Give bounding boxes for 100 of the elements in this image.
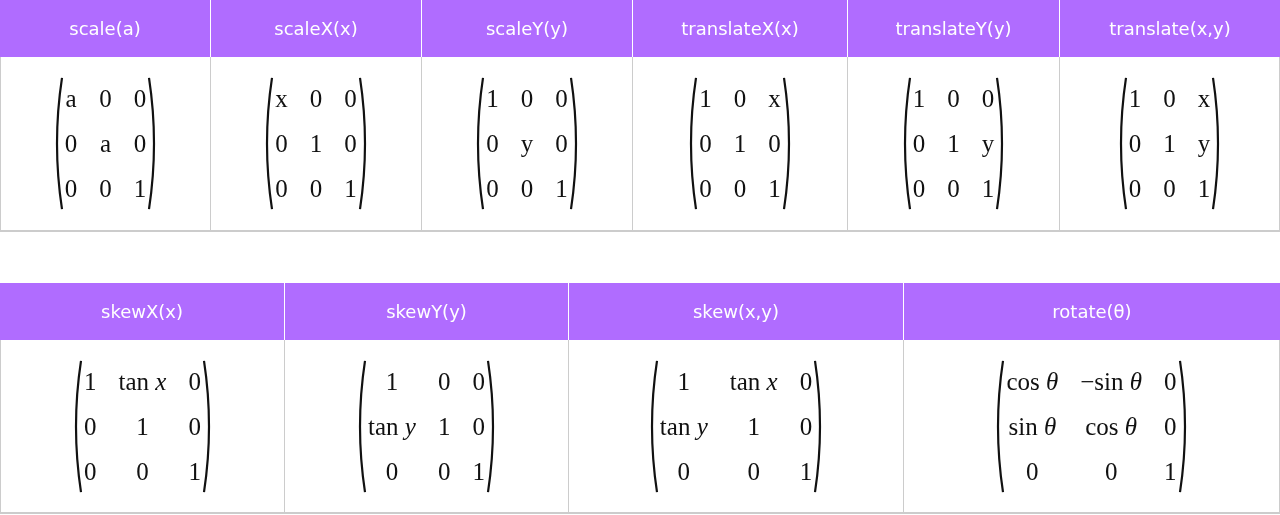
matrix-entry: 0 [520, 84, 534, 114]
matrix-entry: 0 [555, 129, 568, 159]
matrix-entry: 1 [768, 174, 781, 204]
matrix-entry: 0 [133, 129, 147, 159]
matrix-entry: 0 [1128, 174, 1142, 204]
matrix-entry: cos θ [1084, 411, 1139, 442]
matrix-entry: 0 [135, 456, 150, 487]
matrix-entry: 0 [133, 84, 147, 114]
matrix-entry: 1 [1164, 456, 1177, 487]
matrix-entry: 1 [309, 129, 323, 159]
matrix-entry: 1 [981, 174, 995, 204]
column-header: translate(x,y) [1060, 0, 1280, 57]
matrix-entry: 0 [344, 129, 357, 159]
column-header: skewX(x) [0, 283, 285, 340]
matrix-entry: 0 [437, 366, 451, 397]
matrix-entry: 0 [309, 174, 323, 204]
matrix-entry: 1 [947, 129, 960, 159]
matrix-entry: 1 [1163, 129, 1176, 159]
matrix-entry: y [981, 129, 995, 159]
matrix-entry: 0 [746, 456, 761, 487]
matrix-entry: 0 [188, 411, 201, 442]
matrix-entry: 1 [135, 411, 150, 442]
matrix-entry: 1 [1128, 84, 1142, 114]
matrix-entry: 0 [947, 174, 960, 204]
matrix-entry: 0 [275, 174, 288, 204]
matrix-entry: y [520, 129, 534, 159]
matrix-entry: 0 [1163, 84, 1176, 114]
matrix-entry: 1 [1197, 174, 1211, 204]
matrix-entry: 0 [733, 174, 747, 204]
matrix-entry: x [275, 84, 288, 114]
matrix-entry: 1 [344, 174, 357, 204]
matrix-entry: 0 [99, 84, 112, 114]
matrix-entry: tan y [368, 411, 416, 442]
matrix-entry: 0 [472, 366, 485, 397]
matrix-entry: sin θ [1007, 411, 1058, 442]
matrix-entry: 0 [472, 411, 485, 442]
matrix-entry: 0 [799, 411, 813, 442]
matrix-entry: 1 [746, 411, 761, 442]
matrix-entry: 0 [437, 456, 451, 487]
matrix-entry: 0 [912, 174, 926, 204]
column-header: translateY(y) [848, 0, 1060, 57]
matrix-entry: 0 [64, 129, 78, 159]
matrix-entry: 0 [84, 411, 97, 442]
matrix-entry: tan y [659, 411, 708, 442]
matrix-entry: 0 [947, 84, 960, 114]
matrix-entry: 0 [1164, 411, 1177, 442]
matrix-entry: 0 [1128, 129, 1142, 159]
matrix-entry: −sin θ [1080, 366, 1143, 397]
matrix-entry: 0 [1103, 456, 1119, 487]
matrix-entry: 0 [555, 84, 568, 114]
matrix-entry: 0 [699, 174, 712, 204]
matrix-entry: 0 [99, 174, 112, 204]
matrix-entry: 1 [437, 411, 451, 442]
matrix-entry: 0 [344, 84, 357, 114]
matrix-entry: x [1197, 84, 1211, 114]
matrix-entry: 0 [309, 84, 323, 114]
matrix-entry: 0 [768, 129, 781, 159]
matrix-entry: 0 [486, 129, 499, 159]
matrix-entry: 0 [486, 174, 499, 204]
matrix-entry: 0 [699, 129, 712, 159]
matrix-entry: tan x [729, 366, 778, 397]
matrix-entry: 1 [486, 84, 499, 114]
matrix-entry: a [64, 84, 78, 114]
matrix-entry: 1 [472, 456, 485, 487]
column-header: scale(a) [0, 0, 211, 57]
matrix-entry: 1 [912, 84, 926, 114]
matrix-entry: 0 [733, 84, 747, 114]
matrix-entry: 0 [275, 129, 288, 159]
matrix-entry: 1 [84, 366, 97, 397]
matrix-entry: x [768, 84, 781, 114]
matrix-entry: 0 [912, 129, 926, 159]
matrix-entry: 1 [133, 174, 147, 204]
matrix-entry: 1 [733, 129, 747, 159]
matrix-entry: y [1197, 129, 1211, 159]
column-header: skewY(y) [285, 283, 569, 340]
matrix-entry: 1 [799, 456, 813, 487]
matrix-entry: a [99, 129, 112, 159]
matrix-entry: 0 [384, 456, 400, 487]
matrix-entry: 1 [188, 456, 201, 487]
column-header: scaleY(y) [422, 0, 633, 57]
matrix-entry: tan x [118, 366, 167, 397]
matrix-entry: 0 [676, 456, 692, 487]
matrix-entry: 0 [520, 174, 534, 204]
matrix-entry: 0 [1163, 174, 1176, 204]
matrix-entry: 0 [981, 84, 995, 114]
matrix-entry: 1 [384, 366, 400, 397]
column-header: scaleX(x) [211, 0, 422, 57]
matrix-entry: 0 [1164, 366, 1177, 397]
column-header: skew(x,y) [569, 283, 904, 340]
matrix-entry: 1 [555, 174, 568, 204]
column-header: rotate(θ) [904, 283, 1280, 340]
column-header: translateX(x) [633, 0, 848, 57]
matrix-entry: cos θ [1006, 366, 1059, 397]
matrix-entry: 0 [64, 174, 78, 204]
matrix-entry: 0 [799, 366, 813, 397]
matrix-entry: 0 [188, 366, 201, 397]
matrix-entry: 0 [84, 456, 97, 487]
matrix-entry: 1 [676, 366, 692, 397]
matrix-entry: 0 [1025, 456, 1040, 487]
matrix-entry: 1 [699, 84, 712, 114]
